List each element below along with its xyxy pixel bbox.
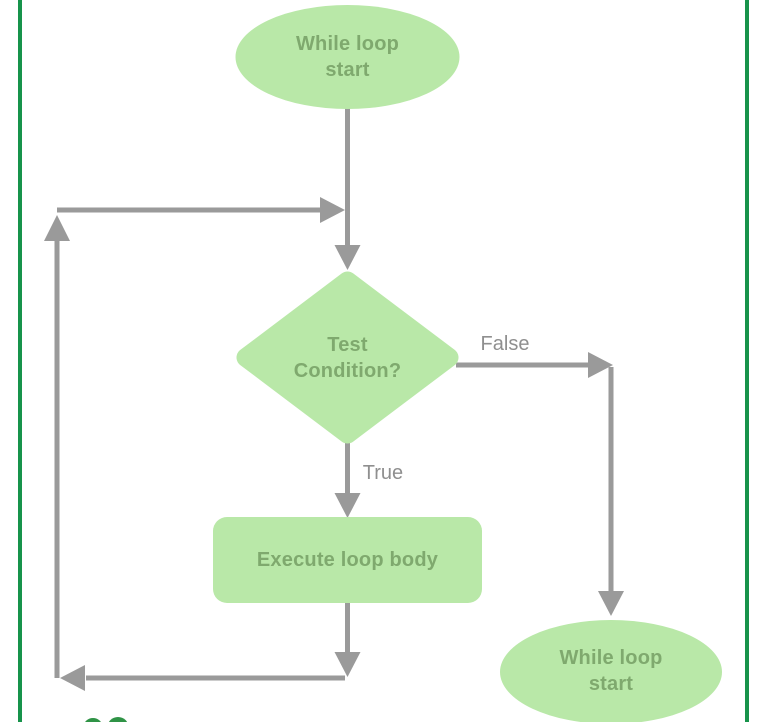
watermark-letter-arc — [108, 717, 128, 722]
arrowhead-right-false — [588, 352, 613, 378]
arrowhead-down-body-exit — [334, 652, 361, 677]
watermark-logo-partial — [85, 717, 128, 722]
arrowhead-up-loopback — [44, 215, 70, 241]
arrowhead-right-loopback-join — [320, 197, 345, 223]
arrowhead-left-loopback — [60, 665, 85, 691]
body-process-shape — [213, 517, 482, 603]
arrowhead-down-into-condition — [334, 245, 361, 270]
watermark-letter-arc — [85, 718, 101, 722]
frame-left-border — [18, 0, 22, 722]
end-terminator-shape — [500, 620, 722, 722]
arrowhead-down-into-body — [334, 493, 361, 518]
condition-decision-shape — [236, 271, 459, 444]
connector-lines — [54, 108, 614, 681]
start-terminator-shape — [235, 5, 460, 109]
frame-right-border — [745, 0, 749, 722]
arrowheads — [44, 197, 624, 691]
arrowhead-down-into-end — [598, 591, 624, 616]
